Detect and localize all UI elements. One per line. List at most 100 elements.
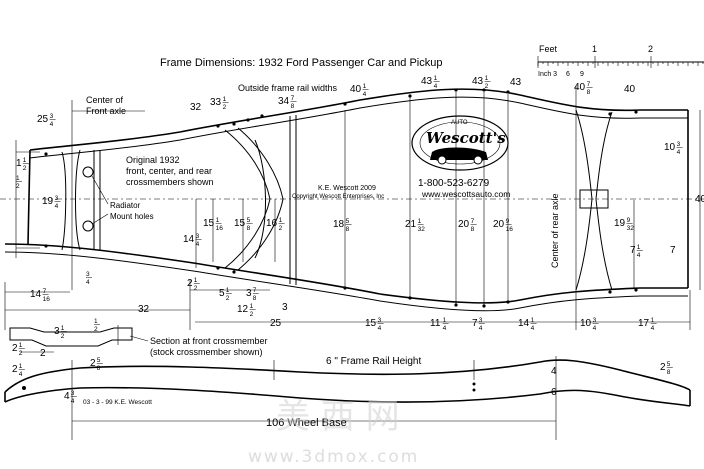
rivet-hole (634, 110, 638, 114)
svg-text:2: 2 (12, 364, 18, 375)
svg-text:32: 32 (418, 226, 426, 233)
dim-d1-2b: 12 (94, 318, 100, 333)
svg-text:5: 5 (247, 217, 251, 224)
svg-text:1: 1 (194, 277, 198, 284)
svg-text:43: 43 (510, 77, 522, 88)
credit-line-1: K.E. Wescott 2009 (318, 185, 376, 192)
svg-text:32: 32 (138, 304, 150, 315)
rivet-hole (44, 244, 48, 248)
svg-text:1: 1 (651, 317, 655, 324)
svg-text:1: 1 (279, 217, 283, 224)
svg-text:1: 1 (418, 218, 422, 225)
dim-d4: 4 (551, 366, 557, 377)
svg-text:1: 1 (61, 325, 65, 332)
svg-text:3: 3 (50, 113, 54, 120)
svg-text:40: 40 (695, 194, 704, 205)
section-label-1: Section at front crossmember (150, 336, 268, 346)
svg-text:3: 3 (55, 195, 59, 202)
svg-text:8: 8 (471, 226, 475, 233)
svg-text:25: 25 (270, 318, 282, 329)
svg-text:3: 3 (677, 141, 681, 148)
svg-text:16: 16 (216, 225, 224, 232)
label-radiator-2: Mount holes (110, 212, 154, 221)
side-rail-bottom (4, 386, 691, 407)
svg-text:7: 7 (253, 287, 257, 294)
watermark-chinese: 美 西 网 (276, 397, 400, 437)
svg-text:7: 7 (471, 218, 475, 225)
rivet-hole (216, 266, 220, 270)
dim-d43: 43 (510, 77, 522, 88)
svg-text:8: 8 (587, 89, 591, 96)
svg-text:15: 15 (365, 318, 377, 329)
svg-text:2: 2 (485, 83, 489, 90)
svg-text:4: 4 (531, 325, 535, 332)
svg-text:15: 15 (203, 218, 215, 229)
svg-text:1: 1 (216, 217, 220, 224)
svg-text:2: 2 (61, 333, 65, 340)
svg-text:3: 3 (86, 271, 90, 278)
drawing-date: 03 - 3 - 99 K.E. Wescott (83, 399, 152, 406)
dim-d40r: 40 (695, 194, 704, 205)
website: www.wescottsauto.com (421, 189, 510, 199)
credit-line-2: Copyright Wescott Enterprises, Inc (292, 194, 384, 200)
section-view (9, 325, 133, 353)
section-label-2: (stock crossmember shown) (150, 347, 263, 357)
label-center-front-axle-1: Center of (86, 95, 124, 105)
logo-auto: AUTO (451, 120, 468, 126)
rivet-hole (216, 124, 220, 128)
svg-text:4: 4 (378, 325, 382, 332)
svg-text:2: 2 (94, 326, 98, 333)
svg-text:5: 5 (97, 357, 101, 364)
svg-text:19: 19 (42, 196, 54, 207)
svg-text:9: 9 (627, 217, 631, 224)
svg-text:15: 15 (234, 218, 246, 229)
svg-text:4: 4 (363, 91, 367, 98)
svg-text:43: 43 (421, 76, 433, 87)
rivet-hole (246, 118, 250, 122)
svg-text:8: 8 (97, 365, 101, 372)
svg-text:40: 40 (350, 84, 362, 95)
scale-bar: Feet 1 2 Inch 3 6 9 (537, 44, 704, 78)
svg-text:16: 16 (43, 296, 51, 303)
svg-text:43: 43 (472, 76, 484, 87)
svg-text:7: 7 (291, 95, 295, 102)
svg-text:8: 8 (253, 295, 257, 302)
label-outside-rail: Outside frame rail widths (238, 83, 338, 93)
svg-text:7: 7 (43, 288, 47, 295)
svg-text:14: 14 (518, 318, 530, 329)
scale-inch-6: 6 (566, 71, 570, 78)
svg-text:3: 3 (196, 233, 200, 240)
svg-text:1: 1 (443, 317, 447, 324)
svg-text:4: 4 (55, 203, 59, 210)
wescotts-logo: AUTO Wescott's (411, 115, 509, 171)
svg-text:4: 4 (196, 241, 200, 248)
svg-text:2: 2 (226, 295, 230, 302)
svg-text:16: 16 (506, 226, 514, 233)
svg-text:2: 2 (250, 311, 254, 318)
svg-text:32: 32 (190, 102, 202, 113)
svg-text:1: 1 (16, 158, 22, 169)
rail-height-label: 6 " Frame Rail Height (326, 356, 421, 367)
svg-text:1: 1 (23, 157, 27, 164)
svg-text:4: 4 (677, 149, 681, 156)
svg-text:8: 8 (247, 225, 251, 232)
scale-inch-9: 9 (580, 71, 584, 78)
svg-text:1: 1 (250, 303, 254, 310)
rivet-hole (260, 114, 264, 118)
